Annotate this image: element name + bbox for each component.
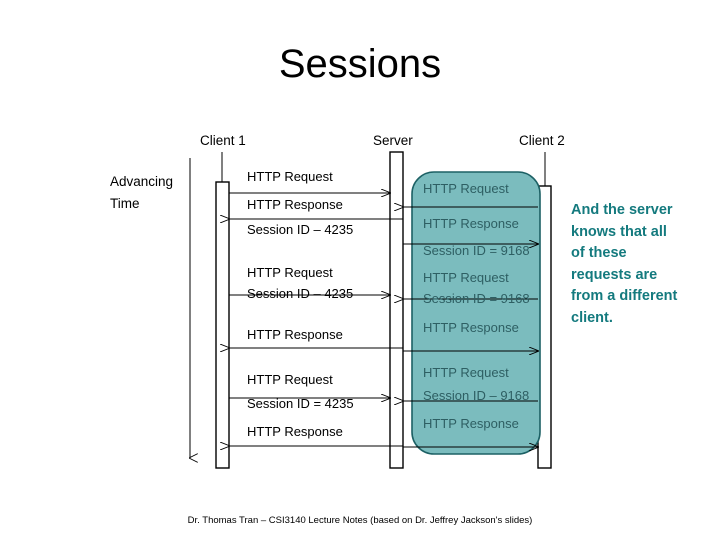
- lifeline-label-client2: Client 2: [519, 133, 565, 148]
- advancing-time-line1: Advancing: [110, 174, 174, 189]
- message-label-c2-m4: HTTP Request: [423, 270, 509, 285]
- message-label-c1-m3: Session ID – 4235: [247, 222, 354, 237]
- message-label-c1-m9: HTTP Response: [247, 424, 343, 439]
- message-label-c2-m7: HTTP Request: [423, 365, 509, 380]
- lifeline-client1: [215, 152, 230, 469]
- message-label-c2-m9: HTTP Response: [423, 416, 519, 431]
- client1-message-arrows: [229, 193, 403, 446]
- callout-text: And the server knows that all of these r…: [571, 200, 709, 329]
- message-label-c2-m3: Session ID = 9168: [423, 243, 530, 258]
- message-label-c2-m2: HTTP Response: [423, 216, 519, 231]
- callout-line-2: knows that all: [571, 223, 667, 240]
- message-label-c1-m7: HTTP Request: [247, 372, 333, 387]
- message-label-c1-m6: HTTP Response: [247, 327, 343, 342]
- message-label-c2-m1: HTTP Request: [423, 181, 509, 196]
- lifeline-server: [389, 151, 404, 469]
- lifeline-label-server: Server: [373, 133, 413, 148]
- callout-line-1: And the server: [571, 202, 673, 218]
- callout-line-5: from a different: [571, 288, 678, 304]
- message-label-c1-m1: HTTP Request: [247, 169, 333, 184]
- callout-line-3: of these: [571, 245, 627, 261]
- advancing-time-label: Advancing Time: [110, 171, 190, 215]
- message-label-c1-m2: HTTP Response: [247, 197, 343, 212]
- message-label-c1-m5: Session ID – 4235: [247, 286, 354, 301]
- callout-line-6: client.: [571, 309, 613, 326]
- message-label-c2-m5: Session ID = 9168: [423, 291, 530, 306]
- advancing-time-line2: Time: [110, 196, 140, 211]
- lifeline-label-client1: Client 1: [200, 133, 246, 148]
- message-label-c2-m6: HTTP Response: [423, 320, 519, 335]
- callout-line-4: requests are: [571, 266, 658, 283]
- page-title: Sessions: [278, 42, 442, 86]
- message-label-c2-m8: Session ID – 9168: [423, 388, 530, 403]
- footer-attribution: Dr. Thomas Tran – CSI3140 Lecture Notes …: [187, 515, 533, 526]
- message-label-c1-m8: Session ID = 4235: [247, 396, 354, 411]
- client2-session-highlight: [411, 171, 541, 455]
- client2-message-arrows: [403, 207, 538, 447]
- message-label-c1-m4: HTTP Request: [247, 265, 333, 280]
